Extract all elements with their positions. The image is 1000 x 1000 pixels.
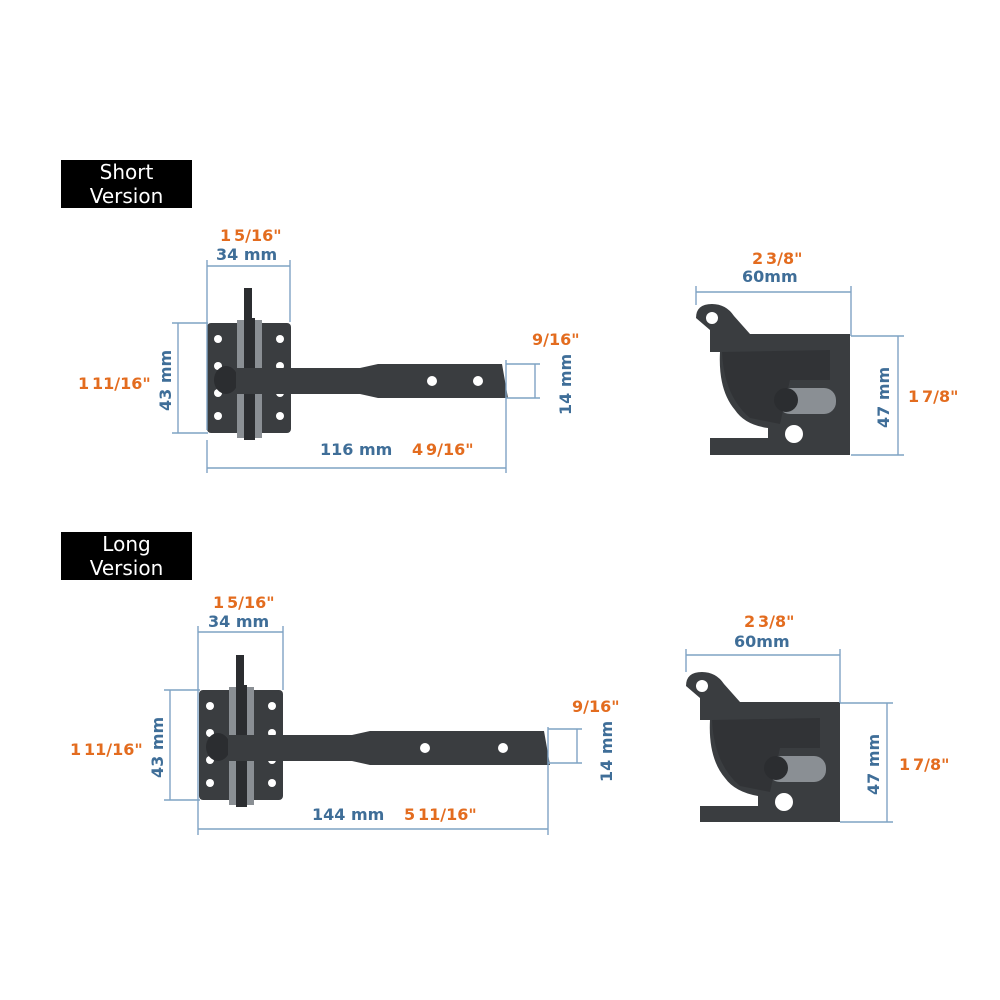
short-hasp-width-in-frac: 5/16" <box>234 226 282 245</box>
long-hasp-arm-width-mm: 14 mm <box>597 721 616 782</box>
short-label-line2: Version <box>89 184 164 208</box>
short-hasp-height-mm: 43 mm <box>156 350 175 411</box>
long-hasp-height-mm: 43 mm <box>148 717 167 778</box>
long-hasp-width-in-whole: 1 <box>213 593 224 612</box>
short-hasp-length-in-frac: 9/16" <box>426 440 474 459</box>
long-catch-width-in-whole: 2 <box>744 612 755 631</box>
short-catch-width-in-frac: 3/8" <box>766 249 802 268</box>
short-hasp-height-in-frac: 11/16" <box>92 374 151 393</box>
short-catch-width-mm: 60mm <box>742 267 798 286</box>
short-hasp-arm-width-mm: 14 mm <box>556 354 575 415</box>
long-hasp-dimensions <box>164 626 582 835</box>
short-catch-width-in-whole: 2 <box>752 249 763 268</box>
short-hasp-height-in-whole: 1 <box>78 374 89 393</box>
short-hasp-width-in-whole: 1 <box>220 226 231 245</box>
long-hasp-height-in-whole: 1 <box>70 740 81 759</box>
long-catch-height-in-frac: 7/8" <box>913 755 949 774</box>
short-catch-height-in-whole: 1 <box>908 387 919 406</box>
long-label-line2: Version <box>89 556 164 580</box>
short-catch-dimensions <box>695 286 904 456</box>
long-version-label: Long Version <box>61 532 192 580</box>
long-hasp-length-in-frac: 11/16" <box>418 805 477 824</box>
long-hasp-length-mm: 144 mm <box>312 805 384 824</box>
short-hasp-length-in-whole: 4 <box>412 440 423 459</box>
long-hasp-width-mm: 34 mm <box>208 612 269 631</box>
short-hasp-arm-width-in: 9/16" <box>532 330 580 349</box>
short-catch-height-in-frac: 7/8" <box>922 387 958 406</box>
short-catch-height-mm: 47 mm <box>874 367 893 428</box>
long-catch-height-mm: 47 mm <box>864 734 883 795</box>
long-catch-height-in-whole: 1 <box>899 755 910 774</box>
long-hasp-width-in-frac: 5/16" <box>227 593 275 612</box>
long-catch-width-in-frac: 3/8" <box>758 612 794 631</box>
short-hasp <box>207 288 508 440</box>
long-hasp-height-in-frac: 11/16" <box>84 740 143 759</box>
short-hasp-length-mm: 116 mm <box>320 440 392 459</box>
long-label-line1: Long <box>102 532 151 556</box>
short-hasp-width-mm: 34 mm <box>216 245 277 264</box>
long-catch <box>686 672 840 822</box>
long-hasp-arm-width-in: 9/16" <box>572 697 620 716</box>
long-hasp-length-in-whole: 5 <box>404 805 415 824</box>
short-label-line1: Short <box>99 160 154 184</box>
long-catch-dimensions <box>685 649 893 823</box>
short-catch <box>696 304 850 455</box>
long-catch-width-mm: 60mm <box>734 632 790 651</box>
long-hasp <box>199 655 550 807</box>
short-version-label: Short Version <box>61 160 192 208</box>
short-hasp-dimensions <box>172 260 540 473</box>
